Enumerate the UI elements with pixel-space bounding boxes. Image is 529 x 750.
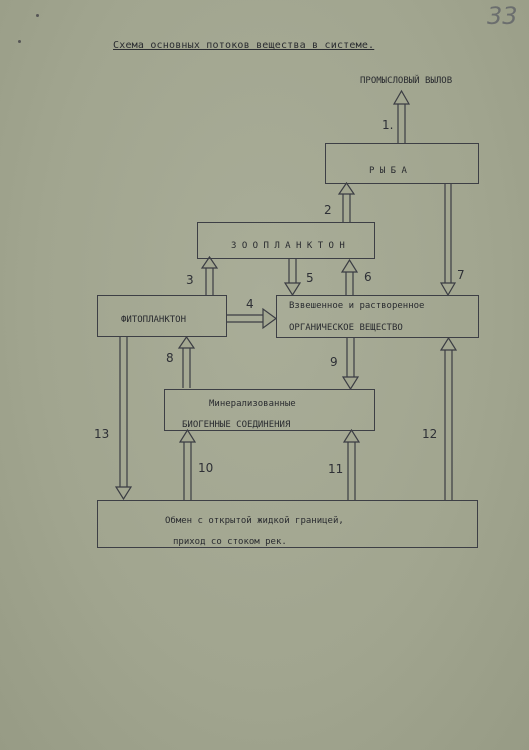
flow-number-12: 12 bbox=[422, 427, 438, 441]
phytoplankton-label: ФИТОПЛАНКТОН bbox=[121, 315, 187, 325]
boundary-exchange-box: Обмен с открытой жидкой границей, приход… bbox=[97, 500, 478, 548]
mineral-compounds-box: Минерализованные БИОГЕННЫЕ СОЕДИНЕНИЯ bbox=[164, 389, 375, 431]
diagram-title: Схема основных потоков вещества в систем… bbox=[113, 40, 375, 51]
flow-number-6: 6 bbox=[364, 270, 372, 284]
flow-number-10: 10 bbox=[198, 461, 214, 475]
organic-matter-label-line2: ОРГАНИЧЕСКОЕ ВЕЩЕСТВО bbox=[289, 323, 403, 333]
flow-number-5: 5 bbox=[306, 271, 314, 285]
organic-matter-label-line1: Взвешенное и растворенное bbox=[289, 301, 425, 311]
zooplankton-box: З О О П Л А Н К Т О Н bbox=[197, 222, 375, 259]
mineral-compounds-label-line1: Минерализованные bbox=[209, 399, 296, 409]
flow-number-2: 2 bbox=[324, 203, 332, 217]
boundary-exchange-label-line2: приход со стоком рек. bbox=[173, 537, 287, 547]
fish-label: Р Ы Б А bbox=[369, 166, 407, 176]
hole-punch-mark bbox=[36, 14, 39, 17]
boundary-exchange-label-line1: Обмен с открытой жидкой границей, bbox=[165, 516, 344, 526]
fish-box: Р Ы Б А bbox=[325, 143, 479, 184]
flow-number-9: 9 bbox=[330, 355, 338, 369]
hole-punch-mark bbox=[18, 40, 21, 43]
page-number: 33 bbox=[487, 2, 518, 30]
flow-number-3: 3 bbox=[186, 273, 194, 287]
phytoplankton-box: ФИТОПЛАНКТОН bbox=[97, 295, 227, 337]
zooplankton-label: З О О П Л А Н К Т О Н bbox=[231, 241, 345, 251]
flow-number-8: 8 bbox=[166, 351, 174, 365]
flow-number-7: 7 bbox=[457, 268, 465, 282]
fishing-catch-label: ПРОМЫСЛОВЫЙ ВЫЛОВ bbox=[360, 76, 453, 86]
flow-number-13: 13 bbox=[94, 427, 110, 441]
organic-matter-box: Взвешенное и растворенное ОРГАНИЧЕСКОЕ В… bbox=[276, 295, 479, 338]
flow-number-11: 11 bbox=[328, 462, 344, 476]
flow-number-4: 4 bbox=[246, 297, 254, 311]
flow-number-1: 1. bbox=[382, 118, 394, 132]
mineral-compounds-label-line2: БИОГЕННЫЕ СОЕДИНЕНИЯ bbox=[182, 420, 291, 430]
